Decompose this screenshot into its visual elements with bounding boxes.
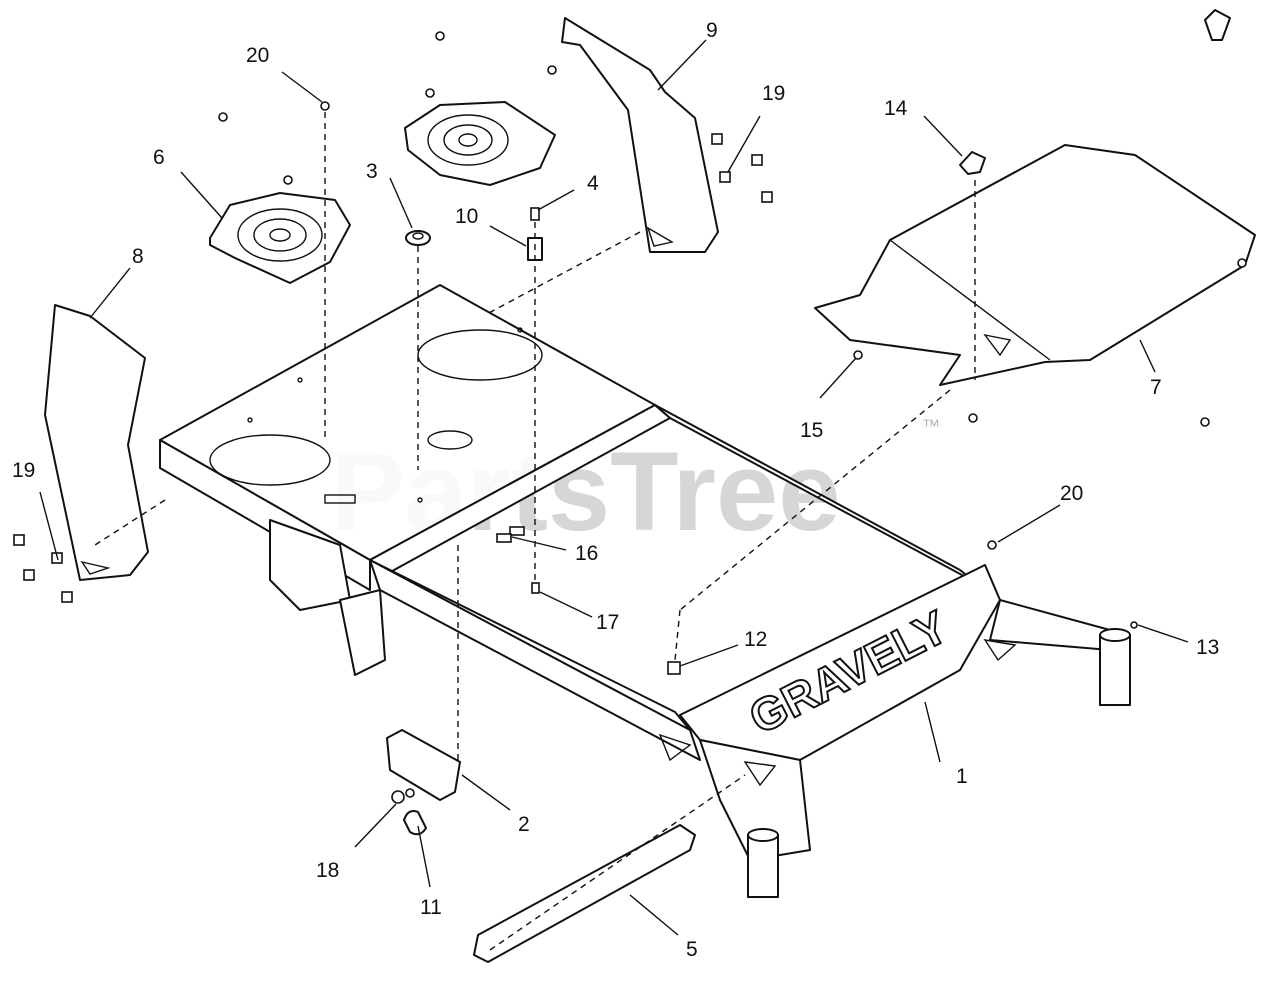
part-6-cover-plate[interactable] [209,192,351,284]
callout-17: 17 [596,611,619,634]
callout-11: 11 [420,896,442,919]
callout-6: 6 [153,146,165,169]
part-4-screw[interactable] [530,207,540,221]
callout-10: 10 [455,205,478,228]
callout-19-left: 19 [12,459,35,482]
hardware-bolts [13,31,1247,675]
callout-20-right: 20 [1060,482,1083,505]
callout-9: 9 [706,19,718,42]
callout-3: 3 [366,160,378,183]
corner-knob[interactable] [1204,9,1231,41]
callout-16: 16 [575,542,598,565]
callout-15: 15 [800,419,823,442]
part-8-side-shield[interactable] [44,304,149,581]
callout-13: 13 [1196,636,1219,659]
part-18-nut[interactable] [391,788,415,804]
callout-4: 4 [587,172,599,195]
part-11-clip[interactable] [403,810,427,836]
callout-7: 7 [1150,376,1162,399]
watermark-tm: ™ [922,416,940,436]
assembly-lines [94,112,976,951]
callout-20-top: 20 [246,44,269,67]
callout-8: 8 [132,245,144,268]
callout-19-top: 19 [762,82,785,105]
part-3-grommet[interactable] [405,230,431,246]
leader-lines [39,39,1189,936]
callout-5: 5 [686,938,698,961]
callouts: 20 6 3 4 10 9 19 14 7 15 8 19 20 13 12 1… [12,19,1219,961]
callout-18: 18 [316,859,339,882]
part-5-bar[interactable] [473,824,696,963]
callout-2: 2 [518,813,530,836]
callout-1: 1 [956,765,968,788]
part-7-rear-cover[interactable] [814,144,1256,386]
part-14-knob[interactable] [959,151,986,175]
part-2-bracket[interactable] [386,729,461,801]
callout-14: 14 [884,97,908,120]
part-9-bracket[interactable] [561,17,719,253]
callout-12: 12 [744,628,767,651]
part-6-cover-plate-2[interactable] [404,101,556,186]
part-1-main-frame[interactable] [159,284,1131,898]
